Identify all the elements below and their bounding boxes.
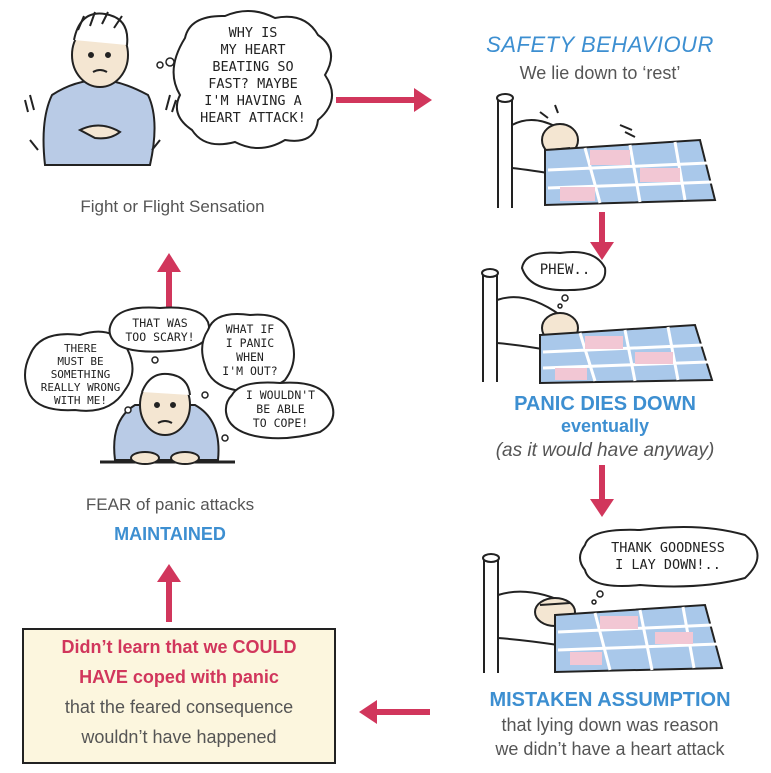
mistaken-line2: we didn’t have a heart attack: [495, 739, 725, 759]
maintained-caption: MAINTAINED: [114, 524, 226, 544]
thought-bubble-something-wrong: THERE MUST BE SOMETHING REALLY WRONG WIT…: [40, 342, 121, 407]
thought-bubble-phew: PHEW..: [539, 262, 591, 278]
mistaken-line1: that lying down was reason: [501, 715, 719, 735]
box-line4: wouldn’t have happened: [81, 727, 277, 747]
panic-eventually: eventually: [560, 416, 650, 436]
didnt-learn-box: Didn’t learn that we COULD HAVE coped wi…: [22, 628, 336, 764]
fear-caption: FEAR of panic attacks: [85, 495, 255, 514]
safety-behaviour-title: SAFETY BEHAVIOUR: [486, 32, 714, 57]
thought-bubble-heart: WHY IS MY HEART BEATING SO FAST? MAYBE I…: [200, 25, 306, 126]
panic-anyway: (as it would have anyway): [495, 440, 715, 461]
box-line2: HAVE coped with panic: [79, 667, 279, 687]
safety-behaviour-subtitle: We lie down to ‘rest’: [519, 63, 681, 83]
thought-bubble-too-scary: THAT WAS TOO SCARY!: [125, 316, 195, 344]
fight-flight-caption: Fight or Flight Sensation: [80, 197, 265, 216]
thought-bubble-thank-goodness: THANK GOODNESS I LAY DOWN!..: [611, 540, 725, 573]
box-line3: that the feared consequence: [64, 697, 294, 717]
thought-bubble-what-if: WHAT IF I PANIC WHEN I'M OUT?: [222, 322, 278, 378]
mistaken-assumption-title: MISTAKEN ASSUMPTION: [489, 689, 731, 711]
panic-dies-down-title: PANIC DIES DOWN: [514, 393, 696, 415]
thought-bubble-cope: I WOULDN'T BE ABLE TO COPE!: [245, 388, 316, 430]
box-line1: Didn’t learn that we COULD: [61, 637, 297, 657]
